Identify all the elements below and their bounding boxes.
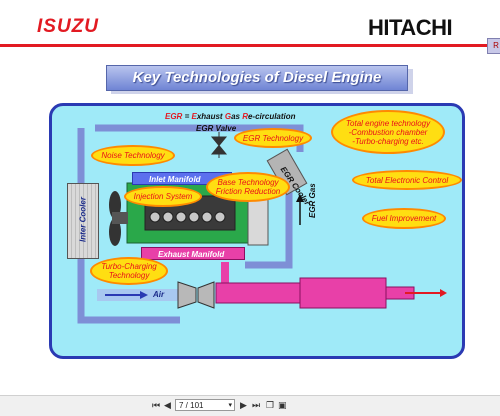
oval-total-engine-technology: Total engine technology -Combustion cham… [331,110,445,154]
egr-valve-label: EGR Valve [196,124,237,133]
fit-page-icon[interactable]: ▣ [278,401,287,411]
air-label: Air [153,290,165,299]
oval-total-electronic-control: Total Electronic Control [352,170,462,190]
exhaust-manifold: Exhaust Manifold [141,247,245,260]
fan-hub [112,212,128,224]
air-arrowhead [140,291,148,299]
cylinder-5 [201,211,213,223]
oval-fuel-improvement: Fuel Improvement [362,208,446,229]
exhaust-arrowhead [440,289,447,297]
fan-blade-bottom [109,218,121,246]
viewer-toolbar: ⏮ ◀ 7 / 101 ▾ ▶ ⏭ ❐ ▣ [0,395,500,416]
first-page-icon[interactable]: ⏮ [152,401,161,411]
prev-page-icon[interactable]: ◀ [164,401,171,411]
turbo-compressor [177,281,197,309]
egr-gas-label: EGR Gas [308,183,317,218]
copy-icon[interactable]: ❐ [266,401,275,411]
intercooler-bottom-pipe [77,257,180,324]
oval-noise-technology: Noise Technology [91,145,175,166]
hitachi-logo: HITACHI [368,15,453,40]
inter-cooler-unit: Inter Cooler [67,183,99,259]
oval-base-technology: Base Technology Friction Reduction [206,172,290,202]
muffler [299,277,387,309]
cylinder-1 [149,211,161,223]
cylinders [149,211,226,223]
exhaust-outlet-pipe [215,282,301,304]
title-banner: Key Technologies of Diesel Engine [106,65,408,91]
inter-cooler-label: Inter Cooler [78,197,88,242]
isuzu-logo: ISUZU [37,16,99,37]
slide-title: Key Technologies of Diesel Engine [132,69,382,86]
cylinder-2 [162,211,174,223]
oval-egr-technology: EGR Technology [234,128,312,148]
page-number-text: 7 / 101 [179,401,204,410]
cylinder-6 [214,211,226,223]
egr-gas-arrowhead [296,194,304,202]
oval-injection-system: Injection System [124,186,202,207]
page-number-field[interactable]: 7 / 101 ▾ [175,399,235,411]
oval-turbo-charging: Turbo-Charging Technology [90,257,168,285]
header-divider [0,44,500,47]
corner-button[interactable]: R [487,38,500,54]
egr-definition: EGR = Exhaust Gas Re-circulation [165,112,296,121]
slide: ISUZU HITACHI R Key Technologies of Dies… [0,15,500,359]
egr-return-pipe [245,188,293,269]
cylinder-3 [175,211,187,223]
page-dropdown-icon[interactable]: ▾ [228,402,232,409]
cylinder-4 [188,211,200,223]
turbo-turbine [197,281,215,309]
next-page-icon[interactable]: ▶ [240,401,247,411]
last-page-icon[interactable]: ⏭ [252,401,261,411]
